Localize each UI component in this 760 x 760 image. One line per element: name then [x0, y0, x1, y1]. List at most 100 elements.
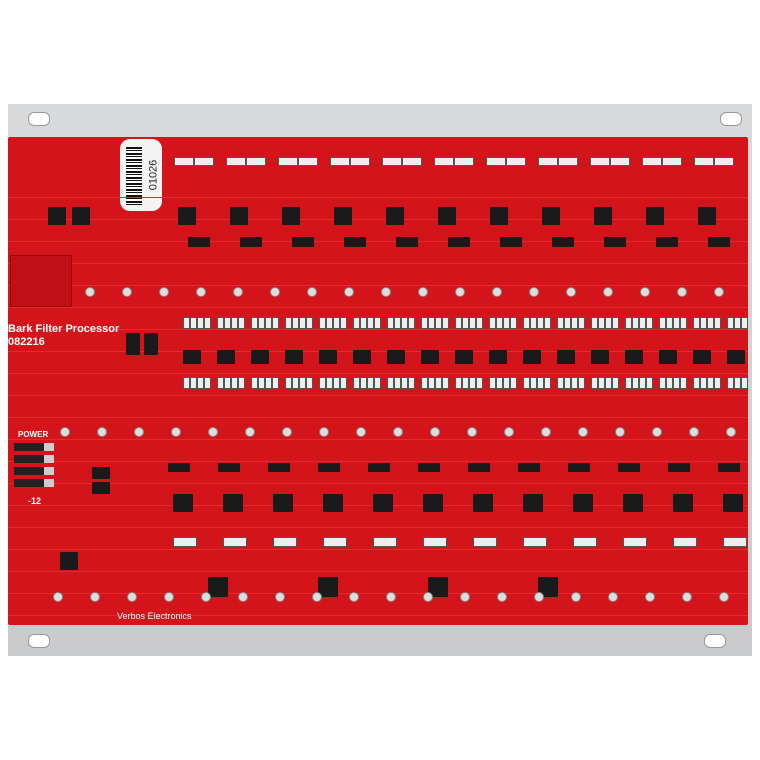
resistor: [496, 317, 503, 329]
trace: [8, 461, 748, 462]
resistor: [285, 377, 292, 389]
ic-chip: [282, 207, 300, 225]
resistor: [639, 377, 646, 389]
pad: [467, 427, 477, 437]
ic-chip: [618, 463, 640, 472]
trace: [8, 417, 748, 418]
resistor: [190, 377, 197, 389]
resistor: [605, 377, 612, 389]
pad: [307, 287, 317, 297]
pad: [726, 427, 736, 437]
ic-chip: [292, 237, 314, 247]
resistor: [340, 377, 347, 389]
resistor: [666, 377, 673, 389]
pad: [356, 427, 366, 437]
ic-chip: [223, 494, 243, 512]
pad: [541, 427, 551, 437]
ic-chip: [178, 207, 196, 225]
resistor: [217, 317, 224, 329]
power-header: [14, 479, 54, 487]
resistor: [506, 157, 526, 166]
pad: [159, 287, 169, 297]
resistor: [428, 317, 435, 329]
ic-chip: [468, 463, 490, 472]
resistor: [557, 377, 564, 389]
resistor: [673, 537, 697, 547]
mount-hole: [704, 634, 726, 648]
pad: [652, 427, 662, 437]
pad: [719, 592, 729, 602]
ic-chip: [490, 207, 508, 225]
resistor: [374, 377, 381, 389]
ic-chip: [421, 350, 439, 364]
pad: [196, 287, 206, 297]
ic-chip: [646, 207, 664, 225]
resistor: [605, 317, 612, 329]
resistor: [727, 317, 734, 329]
resistor: [442, 317, 449, 329]
resistor: [741, 317, 748, 329]
resistor: [272, 377, 279, 389]
trace: [8, 219, 748, 220]
pad: [381, 287, 391, 297]
ic-chip: [273, 494, 293, 512]
pad: [319, 427, 329, 437]
resistor: [326, 377, 333, 389]
resistor: [272, 317, 279, 329]
resistor: [326, 317, 333, 329]
ic-chip: [625, 350, 643, 364]
ic-chip: [72, 207, 90, 225]
diode: [92, 467, 110, 479]
trace: [8, 373, 748, 374]
resistor: [673, 317, 680, 329]
resistor: [231, 317, 238, 329]
serial-number: 01026: [147, 159, 160, 191]
resistor: [454, 157, 474, 166]
pad: [682, 592, 692, 602]
ic-chip: [727, 350, 745, 364]
ic-chip: [344, 237, 366, 247]
resistor: [223, 537, 247, 547]
resistor: [231, 377, 238, 389]
pad: [534, 592, 544, 602]
resistor: [292, 377, 299, 389]
ic-chip: [473, 494, 493, 512]
resistor: [714, 157, 734, 166]
resistor: [610, 157, 630, 166]
pad: [386, 592, 396, 602]
resistor: [401, 317, 408, 329]
resistor: [299, 317, 306, 329]
pad: [418, 287, 428, 297]
resistor: [564, 377, 571, 389]
ic-chip: [423, 494, 443, 512]
resistor: [278, 157, 298, 166]
ic-chip: [230, 207, 248, 225]
resistor: [265, 377, 272, 389]
resistor: [194, 157, 214, 166]
resistor: [298, 157, 318, 166]
resistor: [496, 377, 503, 389]
resistor: [423, 537, 447, 547]
ic-chip: [518, 463, 540, 472]
resistor: [442, 377, 449, 389]
resistor: [523, 537, 547, 547]
resistor: [639, 317, 646, 329]
ic-chip: [438, 207, 456, 225]
pad: [275, 592, 285, 602]
resistor: [571, 377, 578, 389]
ic-chip: [604, 237, 626, 247]
pad: [645, 592, 655, 602]
resistor: [598, 377, 605, 389]
ic-chip: [418, 463, 440, 472]
resistor: [333, 377, 340, 389]
pad: [640, 287, 650, 297]
ic-chip: [48, 207, 66, 225]
resistor: [330, 157, 350, 166]
resistor: [714, 317, 721, 329]
ic-chip: [542, 207, 560, 225]
ic-chip: [573, 494, 593, 512]
resistor: [387, 377, 394, 389]
resistor: [367, 377, 374, 389]
pad: [164, 592, 174, 602]
pad: [282, 427, 292, 437]
